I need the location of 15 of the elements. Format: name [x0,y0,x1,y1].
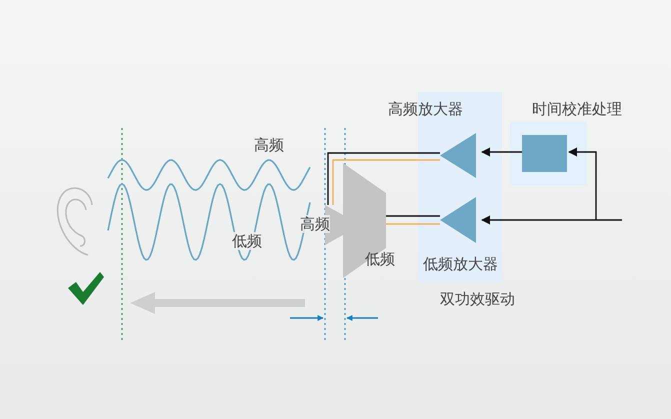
wire [327,152,440,205]
wire [386,215,440,225]
node-label: 高频放大器 [388,100,463,118]
arrow [481,148,522,156]
node-label: 双功效驱动 [440,290,515,308]
tweeter-driver [300,203,345,247]
node-label: 时间校准处理 [532,100,622,118]
node-label: 低频 [365,250,395,268]
node-label: 高频 [300,215,330,233]
wave-label: 高频 [254,136,284,154]
wave-label: 低频 [232,232,262,250]
arrow [481,216,622,224]
arrow [568,148,597,220]
node-label: 低频放大器 [423,255,498,273]
processing-block [522,135,567,172]
